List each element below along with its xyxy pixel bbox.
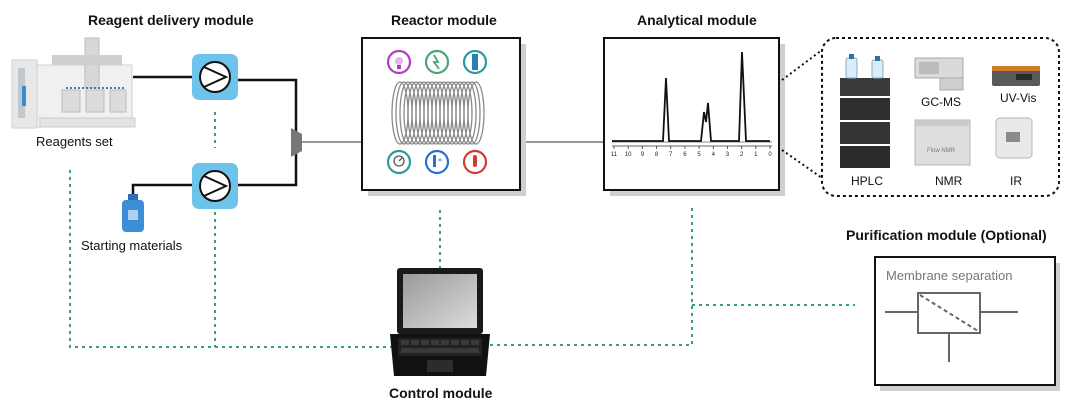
coil-loop — [463, 81, 481, 145]
spectrum-tick-label: 8 — [655, 152, 659, 158]
ir-icon — [995, 117, 1033, 159]
control-lines — [69, 112, 855, 348]
light-icon — [386, 49, 412, 75]
cooling-icon: * — [424, 149, 450, 175]
mixer-junction — [291, 128, 302, 157]
mixer-icon — [462, 49, 488, 75]
spectrum-tick-label: 9 — [641, 152, 645, 158]
uvvis-label: UV-Vis — [1000, 91, 1037, 105]
coil-loop — [467, 81, 485, 145]
analytical-title: Analytical module — [637, 12, 757, 28]
control-line-analytical — [483, 208, 693, 346]
starting-materials-bottle-icon — [122, 194, 144, 232]
spectrum-tick-label: 1 — [754, 152, 758, 158]
nmr-device-text: Flow NMR — [927, 148, 955, 154]
reactor-coil — [391, 81, 485, 145]
spectrum-tick-label: 2 — [740, 152, 744, 158]
svg-text:*: * — [438, 157, 442, 166]
gcms-label: GC-MS — [921, 95, 961, 109]
pump-2 — [192, 163, 238, 209]
control-line-reagents — [69, 170, 400, 348]
hplc-icon — [840, 54, 890, 168]
analytical-box — [603, 37, 785, 196]
gcms-icon — [914, 57, 964, 91]
spectrum-tick-label: 0 — [768, 152, 772, 158]
coil-loop — [459, 81, 477, 145]
tubing — [131, 75, 298, 194]
hplc-label: HPLC — [851, 174, 884, 188]
coil-loop — [455, 81, 473, 145]
nmr-label: NMR — [935, 174, 963, 188]
pump-1 — [192, 54, 238, 100]
control-title: Control module — [389, 385, 493, 401]
membrane-separator-symbol — [885, 292, 1018, 362]
reagents-set-icon — [11, 37, 136, 129]
spectrum-tick-label: 10 — [625, 152, 632, 158]
spectrum-tick-label: 5 — [697, 152, 701, 158]
spectrum-tick-label: 7 — [669, 152, 673, 158]
reagent-delivery-title: Reagent delivery module — [88, 12, 254, 28]
reagents-set-label: Reagents set — [36, 134, 113, 149]
membrane-separation-label: Membrane separation — [886, 268, 1013, 283]
heating-icon — [462, 149, 488, 175]
pressure-gauge-icon — [386, 149, 412, 175]
nmr-icon — [914, 119, 971, 166]
spectrum-tick-label: 6 — [683, 152, 687, 158]
spectrum-tick-label: 11 — [611, 152, 618, 158]
electrochemistry-icon — [424, 49, 450, 75]
spectrum-tick-label: 4 — [712, 152, 716, 158]
starting-materials-label: Starting materials — [81, 238, 183, 253]
purification-title: Purification module (Optional) — [846, 227, 1047, 243]
laptop-icon — [390, 268, 490, 376]
ir-label: IR — [1010, 174, 1022, 188]
instrument-connectors — [781, 49, 823, 179]
uvvis-icon — [992, 66, 1040, 86]
spectrum-tick-label: 3 — [726, 152, 730, 158]
reactor-title: Reactor module — [391, 12, 497, 28]
